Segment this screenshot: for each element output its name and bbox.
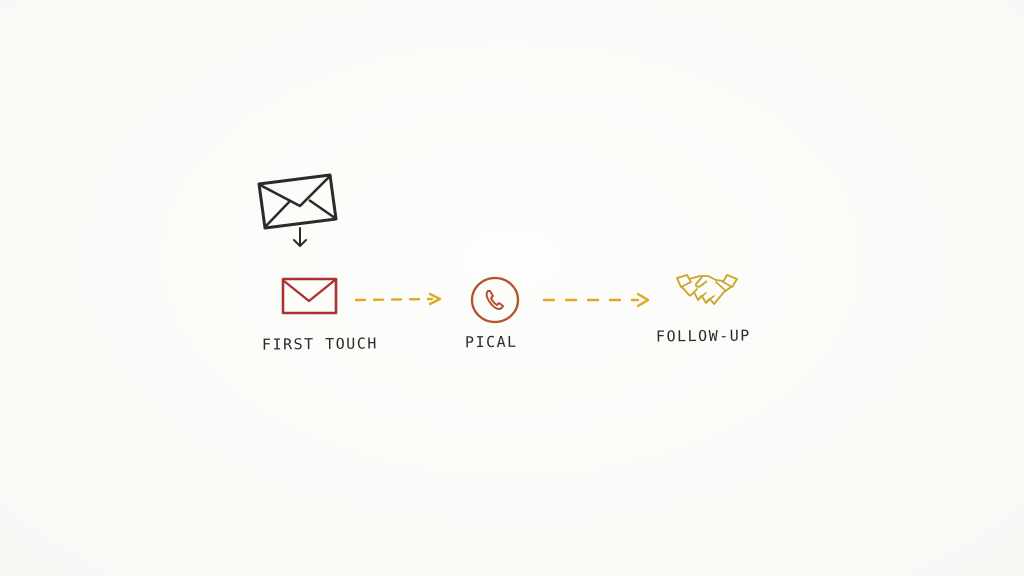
source-envelope-icon [257,173,338,230]
step-label-first-touch: FIRST TOUCH [261,334,378,354]
down-arrow-icon [293,227,307,247]
connector-arrow-1 [354,292,442,306]
connector-arrow-2 [542,292,650,308]
step-label-call: PICAL [464,332,518,352]
phone-icon [470,276,520,324]
handshake-icon [676,274,738,305]
envelope-icon [281,277,338,315]
step-label-follow-up: FOLLOW-UP [655,326,751,346]
